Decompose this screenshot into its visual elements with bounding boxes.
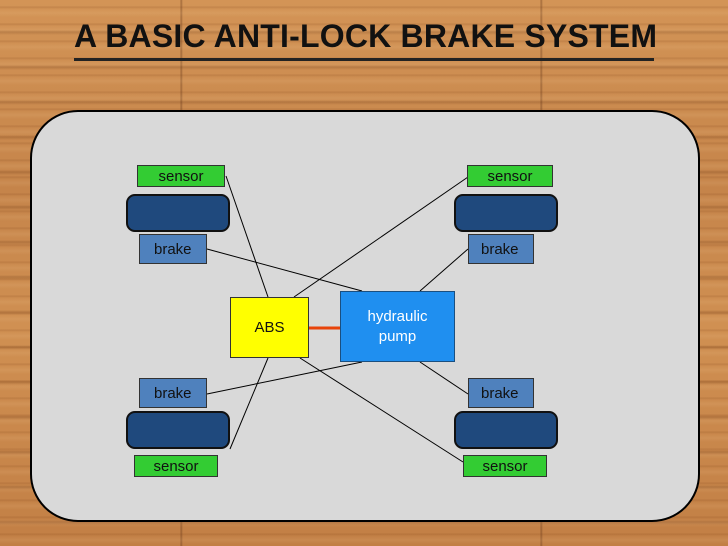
- wheel-bottom-right: [454, 411, 558, 449]
- brake-bottom-right: brake: [468, 378, 534, 408]
- sensor-top-left: sensor: [137, 165, 225, 187]
- wire-sensor-top-right-abs: [293, 176, 469, 298]
- wire-pump-brake-bottom-left: [206, 361, 363, 395]
- brake-top-left: brake: [139, 234, 207, 264]
- sensor-bottom-right: sensor: [463, 455, 547, 477]
- sensor-top-right: sensor: [467, 165, 553, 187]
- pump-label-line1: hydraulic: [367, 307, 428, 325]
- wheel-top-left: [126, 194, 230, 232]
- brake-bottom-left: brake: [139, 378, 207, 408]
- brake-top-right: brake: [468, 234, 534, 264]
- title-underline: [74, 58, 654, 61]
- slide-title: A BASIC ANTI-LOCK BRAKE SYSTEM: [74, 18, 658, 54]
- wheel-bottom-left: [126, 411, 230, 449]
- wire-sensor-bottom-left-abs: [229, 357, 269, 450]
- wheel-top-right: [454, 194, 558, 232]
- hydraulic-pump: hydraulic pump: [340, 291, 455, 362]
- wire-sensor-top-left-abs: [225, 175, 269, 298]
- wire-pump-brake-top-right: [419, 248, 469, 292]
- wire-pump-brake-top-left: [206, 248, 363, 292]
- wire-sensor-bottom-right-abs: [299, 357, 464, 463]
- pump-label-line2: pump: [378, 327, 417, 345]
- wire-pump-brake-bottom-right: [419, 361, 469, 395]
- abs-controller: ABS: [230, 297, 309, 358]
- sensor-bottom-left: sensor: [134, 455, 218, 477]
